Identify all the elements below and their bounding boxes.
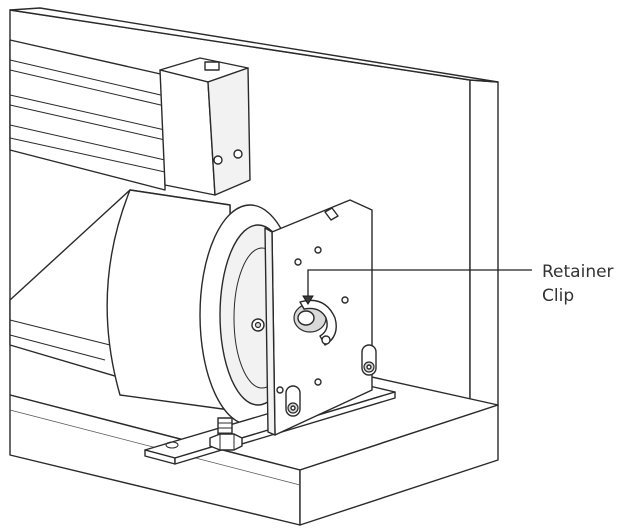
bracket-slot-bolts <box>285 344 377 417</box>
retainer-clip <box>293 299 337 346</box>
roller-tube <box>9 189 231 411</box>
headrail-end-cap <box>159 57 251 196</box>
retainer-clip-label: Retainer Clip <box>542 262 614 306</box>
base-hex-bolt <box>209 417 243 451</box>
retainer-clip-label-line1: Retainer <box>542 262 614 282</box>
retainer-clip-label-line2: Clip <box>542 286 574 306</box>
headrail <box>9 39 166 191</box>
callout-leader <box>302 269 532 305</box>
